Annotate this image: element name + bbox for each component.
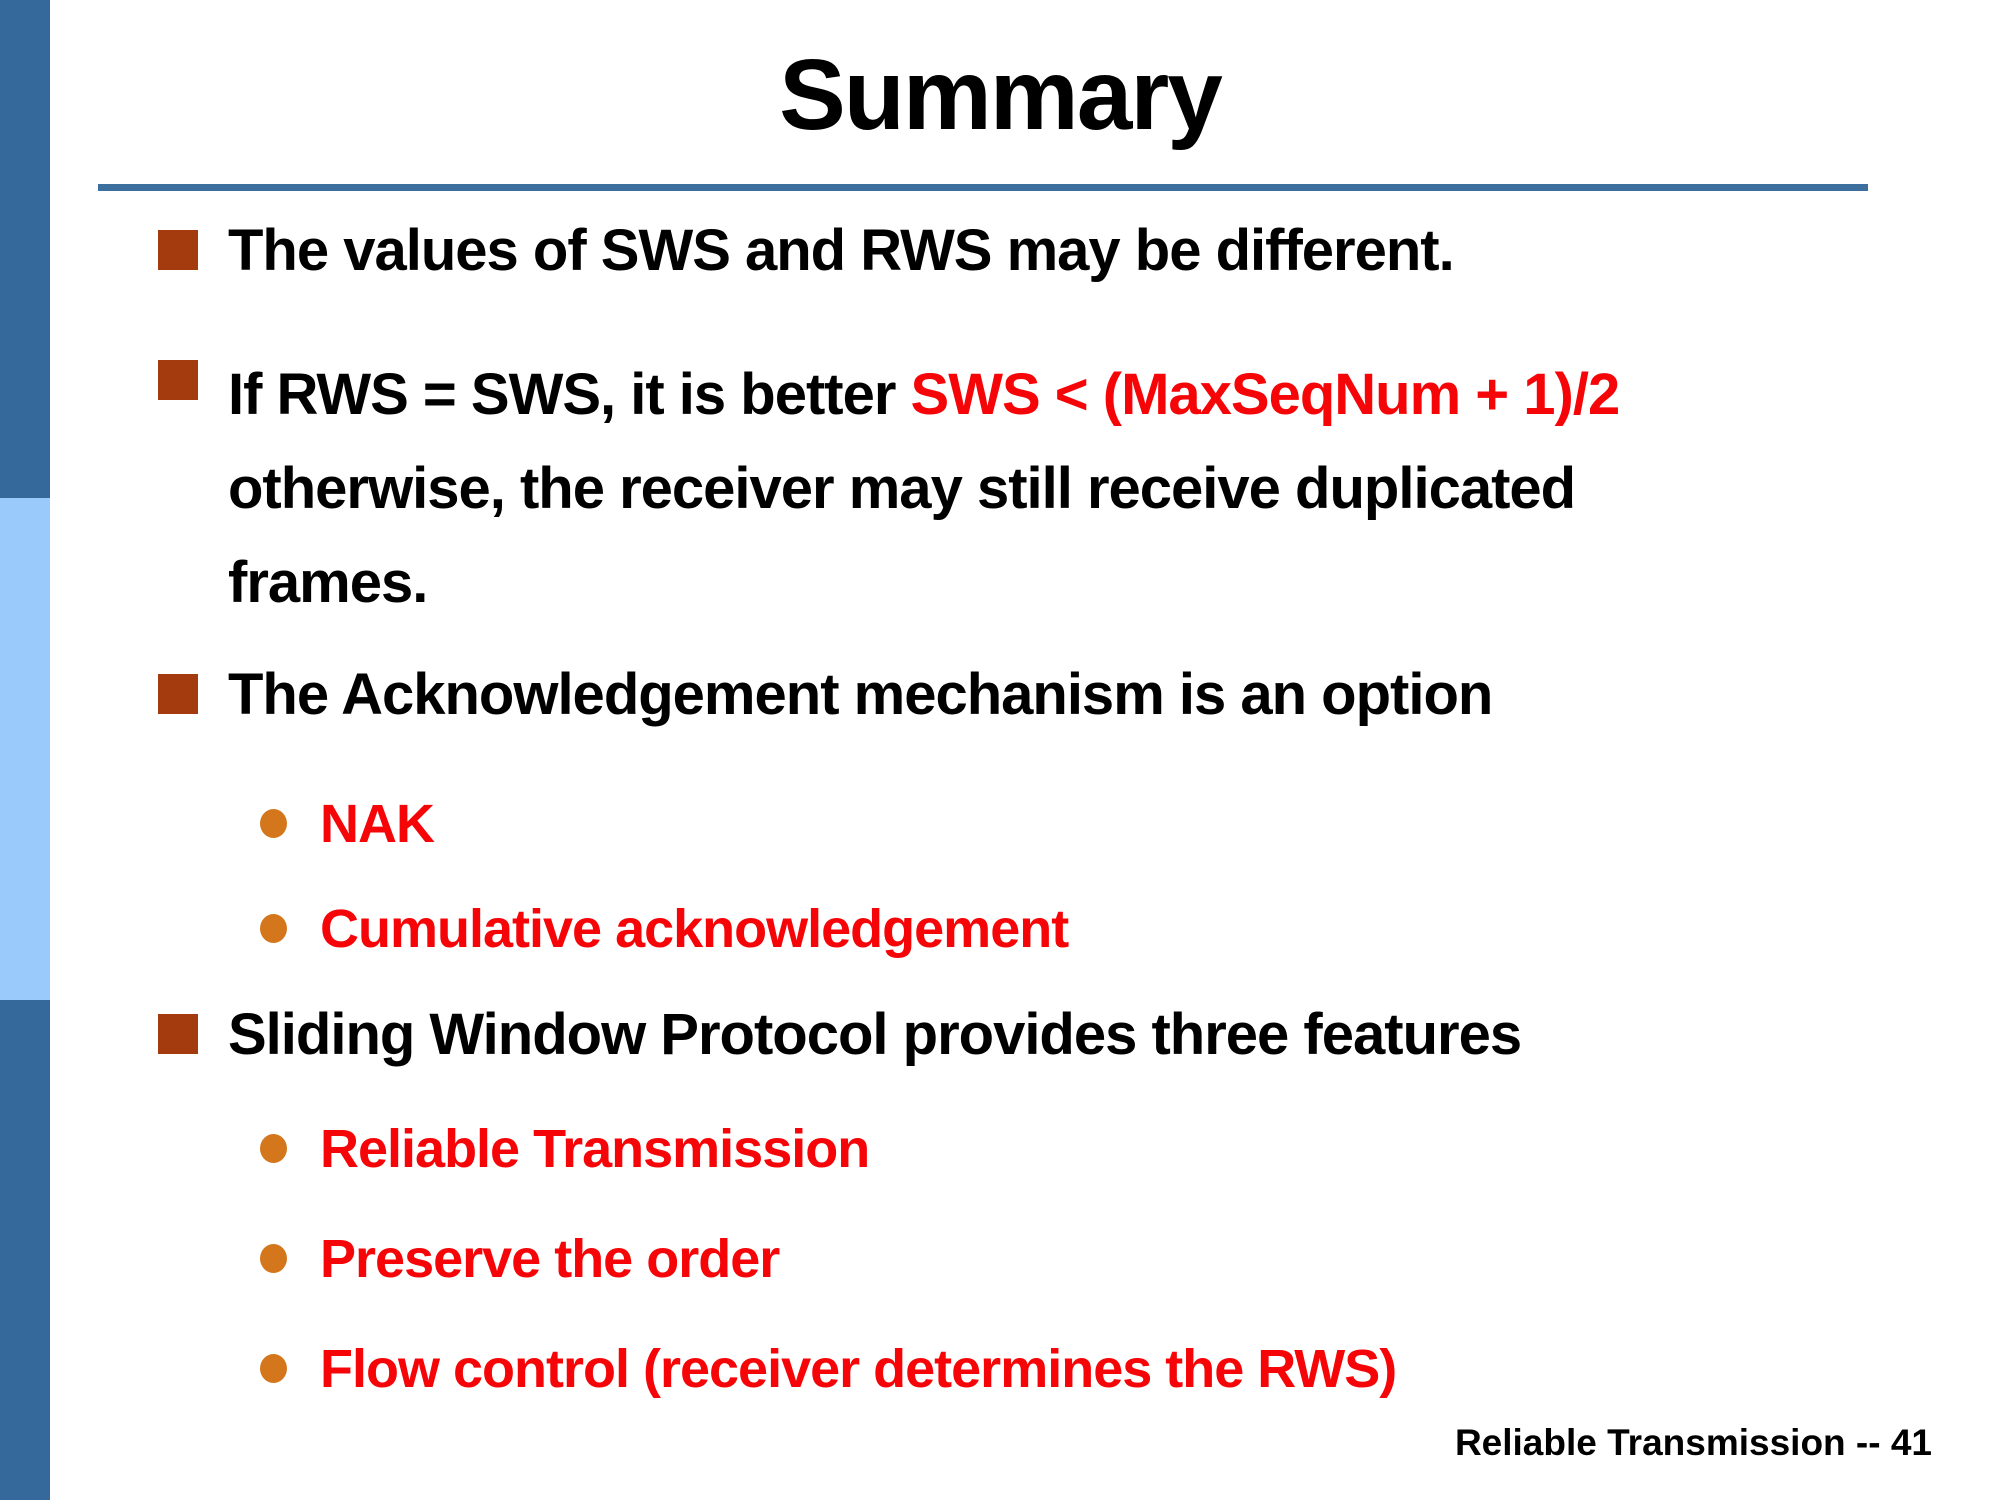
dot-bullet-icon — [260, 914, 287, 943]
square-bullet-icon — [158, 230, 198, 270]
bullet-text-red: SWS < (MaxSeqNum + 1)/2 — [910, 362, 1621, 427]
bullet-text: The values of SWS and RWS may be differe… — [228, 218, 1455, 283]
title-area: Summary — [60, 38, 1940, 153]
slide-title: Summary — [779, 39, 1223, 151]
sub-bullet-row-5: Flow control (receiver determines the RW… — [260, 1338, 1397, 1400]
sidebar-stripe-middle — [0, 498, 50, 1000]
sub-bullet-text: Cumulative acknowledgement — [320, 899, 1069, 959]
bullet-text-line3: frames. — [228, 550, 428, 615]
square-bullet-icon — [158, 1014, 198, 1054]
sub-bullet-text: Preserve the order — [320, 1229, 780, 1289]
dot-bullet-icon — [260, 809, 287, 838]
sub-bullet-row-1: NAK — [260, 793, 435, 855]
bullet-text-black: If RWS = SWS, it is better — [228, 362, 911, 427]
bullet-row-3: The Acknowledgement mechanism is an opti… — [158, 662, 1493, 729]
square-bullet-icon — [158, 360, 198, 400]
title-underline — [98, 184, 1868, 191]
sub-bullet-row-3: Reliable Transmission — [260, 1118, 870, 1180]
sub-bullet-text: NAK — [320, 794, 435, 854]
sub-bullet-row-4: Preserve the order — [260, 1228, 780, 1290]
square-bullet-icon — [158, 674, 198, 714]
dot-bullet-icon — [260, 1134, 287, 1163]
bullet-row-1: The values of SWS and RWS may be differe… — [158, 218, 1455, 285]
bullet-row-4: Sliding Window Protocol provides three f… — [158, 1002, 1522, 1069]
bullet-text: The Acknowledgement mechanism is an opti… — [228, 662, 1493, 727]
sidebar-stripe-top — [0, 0, 50, 498]
bullet-row-2: If RWS = SWS, it is better SWS < (MaxSeq… — [158, 348, 1621, 630]
bullet-text: If RWS = SWS, it is better SWS < (MaxSeq… — [228, 348, 1621, 630]
bullet-text: Sliding Window Protocol provides three f… — [228, 1002, 1522, 1067]
dot-bullet-icon — [260, 1354, 287, 1383]
sub-bullet-text: Reliable Transmission — [320, 1119, 870, 1179]
dot-bullet-icon — [260, 1244, 287, 1273]
sub-bullet-row-2: Cumulative acknowledgement — [260, 898, 1069, 960]
slide-footer-page-label: Reliable Transmission -- 41 — [1454, 1422, 1932, 1463]
bullet-text-line2: otherwise, the receiver may still receiv… — [228, 456, 1576, 521]
sub-bullet-text: Flow control (receiver determines the RW… — [320, 1339, 1397, 1399]
sidebar-stripe-bottom — [0, 1000, 50, 1500]
